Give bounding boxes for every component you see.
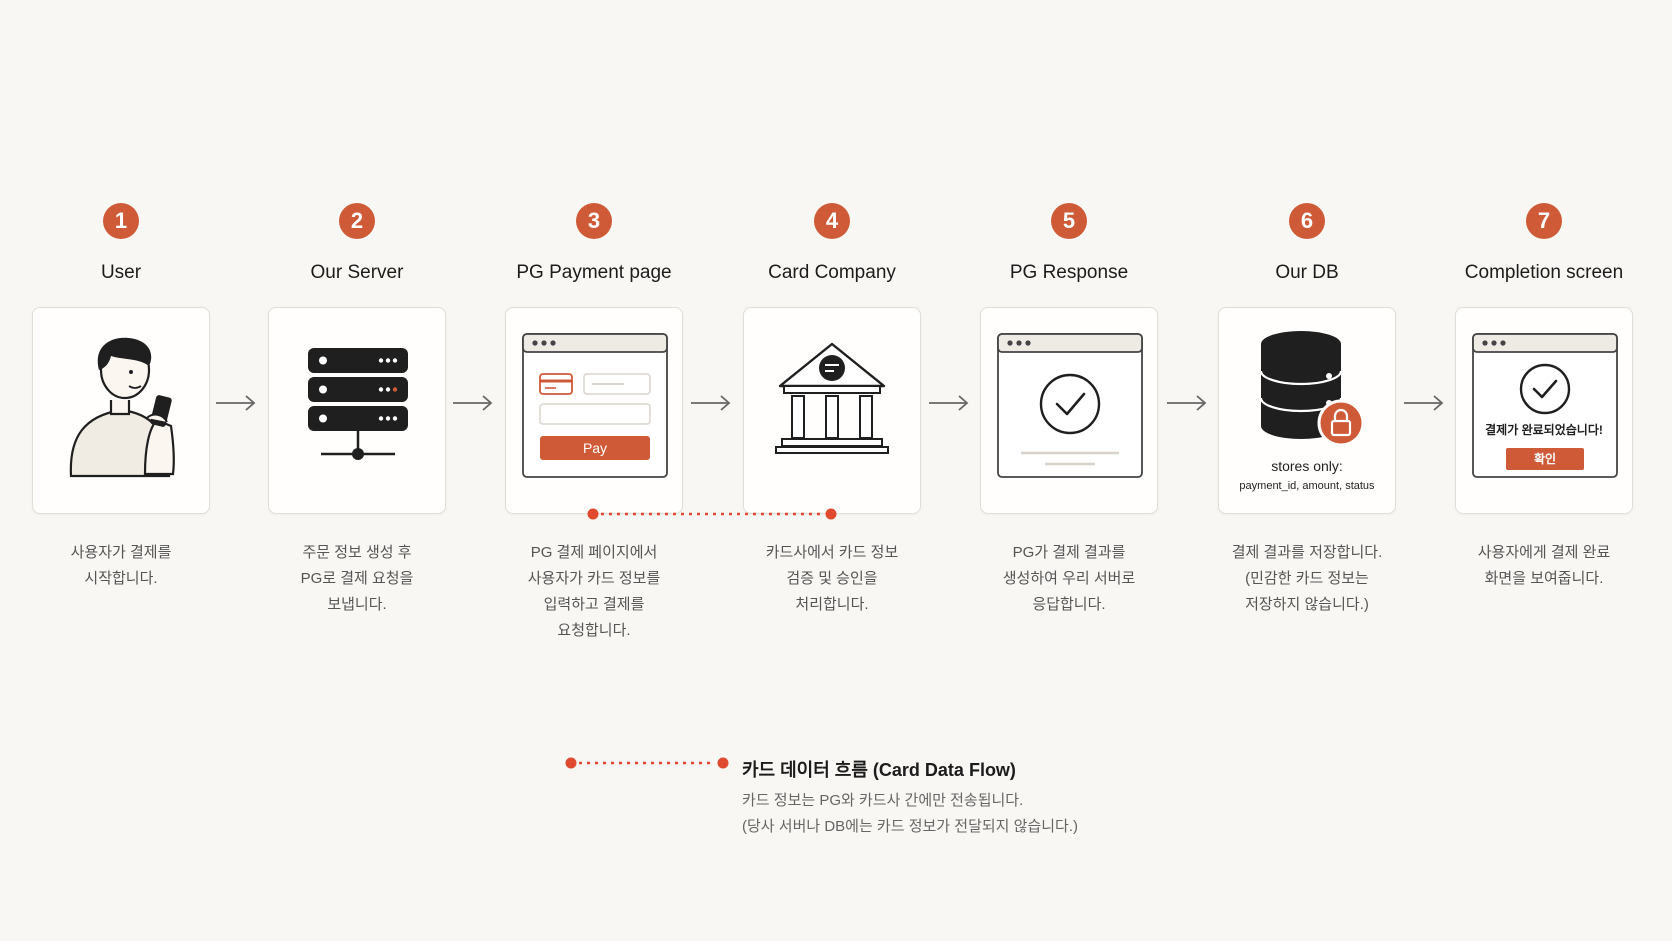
step-card (32, 307, 210, 514)
storage-note-title: stores only: (1271, 458, 1343, 474)
step-title: PG Response (1009, 262, 1129, 283)
arrow-right-icon (1404, 395, 1444, 411)
step-description: 주문 정보 생성 후 PG로 결제 요청을 보냅니다. (300, 544, 414, 613)
completion-window-icon (1472, 333, 1618, 478)
arrow-right-icon (216, 395, 256, 411)
step-title: Our DB (1275, 262, 1339, 283)
pay-button[interactable]: Pay (582, 440, 608, 456)
step-title: User (100, 262, 142, 283)
payment-page-icon (522, 333, 668, 478)
step-card (980, 307, 1158, 514)
legend-title: 카드 데이터 흐름 (Card Data Flow) (742, 760, 1016, 780)
step-title: Completion screen (1464, 262, 1624, 283)
step-number-badge: 5 (1051, 203, 1087, 239)
step-number-badge: 6 (1289, 203, 1325, 239)
locked-database-icon (1259, 331, 1365, 447)
step-number-badge: 1 (103, 203, 139, 239)
step-description: 결제 결과를 저장합니다. (민감한 카드 정보는 저장하지 않습니다.) (1231, 544, 1383, 613)
step-description: PG 결제 페이지에서 사용자가 카드 정보를 입력하고 결제를 요청합니다. (527, 544, 661, 639)
step-card: 결제가 완료되었습니다! 확인 (1455, 307, 1633, 514)
user-with-phone-icon (69, 337, 175, 478)
card-data-flow-line (587, 508, 837, 520)
arrow-right-icon (691, 395, 731, 411)
bank-building-icon (775, 342, 889, 454)
server-rack-icon (308, 348, 408, 460)
check-window-icon (997, 333, 1143, 478)
step-description: 사용자가 결제를 시작합니다. (70, 544, 172, 587)
step-title: Card Company (768, 262, 896, 283)
confirm-button[interactable]: 확인 (1533, 452, 1557, 466)
arrow-right-icon (453, 395, 493, 411)
step-title: Our Server (310, 262, 404, 283)
step-number-badge: 2 (339, 203, 375, 239)
arrow-right-icon (1167, 395, 1207, 411)
storage-note-fields: payment_id, amount, status (1239, 480, 1375, 492)
step-number-badge: 4 (814, 203, 850, 239)
legend-text: 카드 정보는 PG와 카드사 간에만 전송됩니다. (당사 서버나 DB에는 카… (742, 792, 1079, 835)
step-card: stores only: payment_id, amount, status (1218, 307, 1396, 514)
step-description: PG가 결제 결과를 생성하여 우리 서버로 응답합니다. (1002, 544, 1136, 613)
completion-message: 결제가 완료되었습니다! (1485, 423, 1603, 437)
step-title: PG Payment page (516, 262, 672, 283)
step-description: 사용자에게 결제 완료 화면을 보여줍니다. (1477, 544, 1611, 587)
step-card (268, 307, 446, 514)
arrow-right-icon (929, 395, 969, 411)
step-card (743, 307, 921, 514)
step-description: 카드사에서 카드 정보 검증 및 승인을 처리합니다. (765, 544, 899, 613)
step-number-badge: 7 (1526, 203, 1562, 239)
step-card: Pay (505, 307, 683, 514)
legend-dotted-line-icon (565, 757, 729, 769)
step-number-badge: 3 (576, 203, 612, 239)
